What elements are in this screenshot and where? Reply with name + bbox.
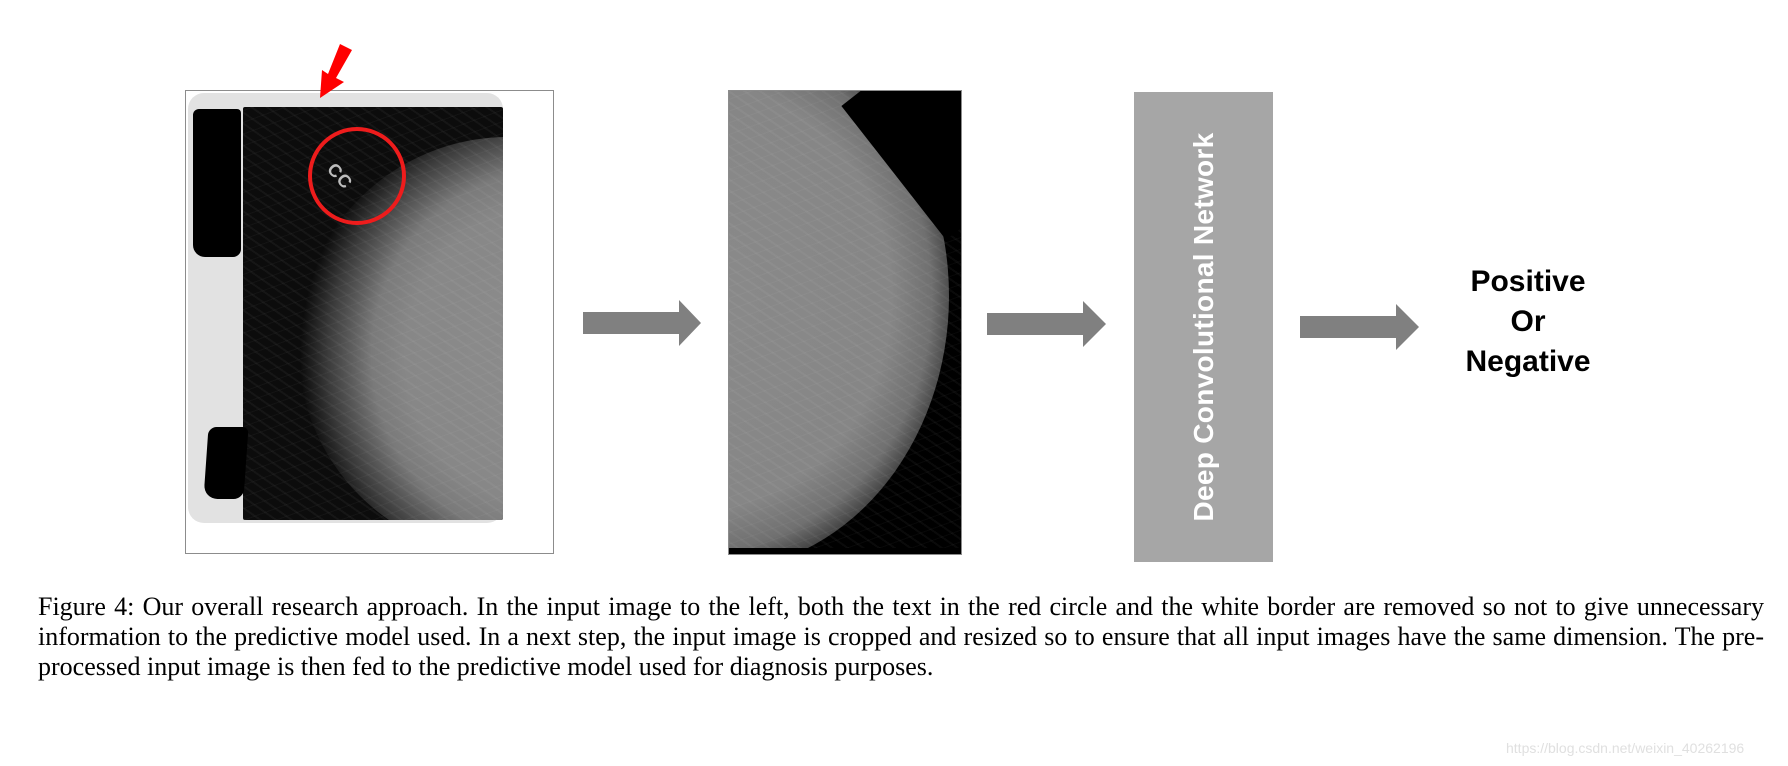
output-or: Or [1510,305,1546,338]
redaction-block-top [193,109,241,257]
arrow-right-icon [583,300,703,346]
processed-image-frame [728,90,962,555]
output-negative: Negative [1465,345,1591,378]
red-annotation-circle [308,127,406,225]
watermark: https://blog.csdn.net/weixin_40262196 [1506,740,1745,756]
deep-convolutional-network-block: Deep Convolutional Network [1134,92,1273,562]
red-pointer-arrow-icon [312,44,356,105]
image-bottom-edge [729,548,961,554]
mammogram-film-border: CC [188,93,503,523]
redaction-block-bottom [203,427,249,499]
input-image-frame: CC [185,90,554,554]
figure-caption: Figure 4: Our overall research approach.… [38,592,1764,681]
model-label: Deep Convolutional Network [1187,132,1219,522]
arrow-right-icon [1300,304,1420,350]
classification-output: Positive Or Negative [1438,262,1618,382]
output-positive: Positive [1470,265,1586,298]
arrow-right-icon [987,301,1107,347]
mammogram-film: CC [243,107,503,520]
